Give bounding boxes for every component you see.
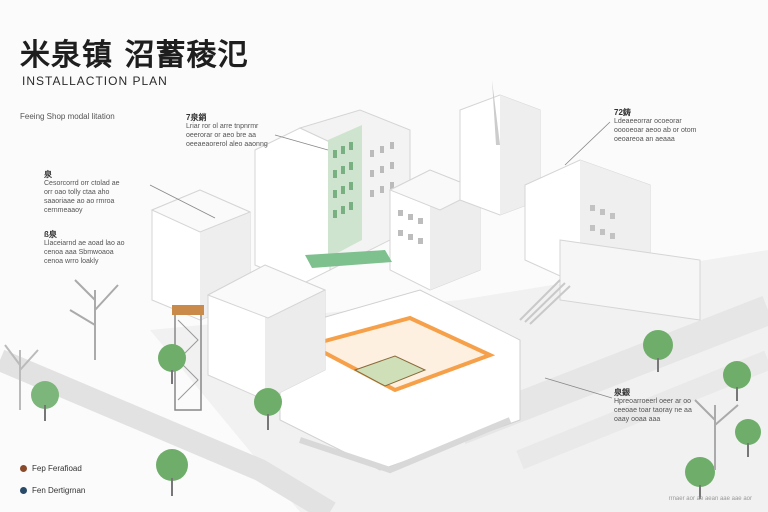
page-subtitle: INSTALLACTION PLAN xyxy=(22,74,168,88)
note-line: cenoa aaa Sbmwoaoa xyxy=(44,249,114,256)
note-line: Lriar ror ol arre tnpnrmr xyxy=(186,123,259,130)
note-line: oaay ooaa aaa xyxy=(614,416,661,423)
note-left-1: 泉 Cesorcorrd orr ctolad ae orr oao tolly… xyxy=(44,170,119,215)
note-line: orr oao tolly ctaa aho xyxy=(44,189,110,196)
note-heading: ß泉 xyxy=(44,230,57,239)
note-line: ceeoae toar taoray ne aa xyxy=(614,407,692,414)
note-bottom-right: 泉銀 Hpreoarroeerl oeer ar oo ceeoae toar … xyxy=(614,388,692,424)
note-heading: 72鋳 xyxy=(614,108,631,117)
legend-dot-icon xyxy=(20,465,27,472)
tree-group xyxy=(4,279,761,499)
note-line: ooooeoar aeoo ab or otom xyxy=(614,127,697,134)
callout-lines xyxy=(149,121,613,399)
note-top-right: 72鋳 Ldeaeeorrar ocoeorar ooooeoar aeoo a… xyxy=(614,108,697,144)
note-line: oeoareoa an aeaaa xyxy=(614,136,675,143)
wind-turbine xyxy=(492,80,500,145)
building-right-block xyxy=(524,159,701,321)
page-title: 米泉镇 沼蓄稜氾 xyxy=(20,38,249,73)
legend-dot-icon xyxy=(20,487,27,494)
note-line: saaoriaae ao ao rmroa xyxy=(44,198,115,205)
sky-bridge xyxy=(305,250,392,268)
note-heading: 泉 xyxy=(44,170,52,179)
note-line: Llaceiarnd ae aoad lao ao xyxy=(44,240,125,247)
note-line: oeerorar or aeo bre aa xyxy=(186,132,257,139)
legend-label: Fen Dertigrnan xyxy=(32,486,86,495)
note-left-2: ß泉 Llaceiarnd ae aoad lao ao cenoa aaa S… xyxy=(44,230,125,266)
note-line: oeeaeaorerol aleo aaonng xyxy=(186,141,268,148)
note-heading: 泉銀 xyxy=(614,388,630,397)
street-left xyxy=(0,349,336,512)
green-planter xyxy=(353,355,427,387)
note-line: Hpreoarroeerl oeer ar oo xyxy=(614,398,692,405)
legend-item: Fep Ferafioad xyxy=(20,464,82,473)
courtyard-podium xyxy=(279,289,521,474)
building-middle-block xyxy=(388,169,482,291)
note-line: cernmeaaoy xyxy=(44,207,83,214)
building-front-left xyxy=(206,264,327,401)
note-line: Cesorcorrd orr ctolad ae xyxy=(44,180,120,187)
building-center-tower xyxy=(254,109,411,286)
legend-label: Fep Ferafioad xyxy=(32,464,82,473)
note-heading: 7泉銷 xyxy=(186,113,207,122)
legend-item: Fen Dertigrnan xyxy=(20,486,85,495)
footer-note: rrnaer aor ae aean aae aae aor xyxy=(668,496,752,502)
top-caption: Feeing Shop modal litation xyxy=(20,112,115,121)
exterior-stairs xyxy=(519,279,571,325)
note-line: Ldeaeeorrar ocoeorar xyxy=(614,118,682,125)
note-top-center: 7泉銷 Lriar ror ol arre tnpnrmr oeerorar o… xyxy=(186,113,268,149)
note-line: cenoa wrro loakly xyxy=(44,258,99,265)
